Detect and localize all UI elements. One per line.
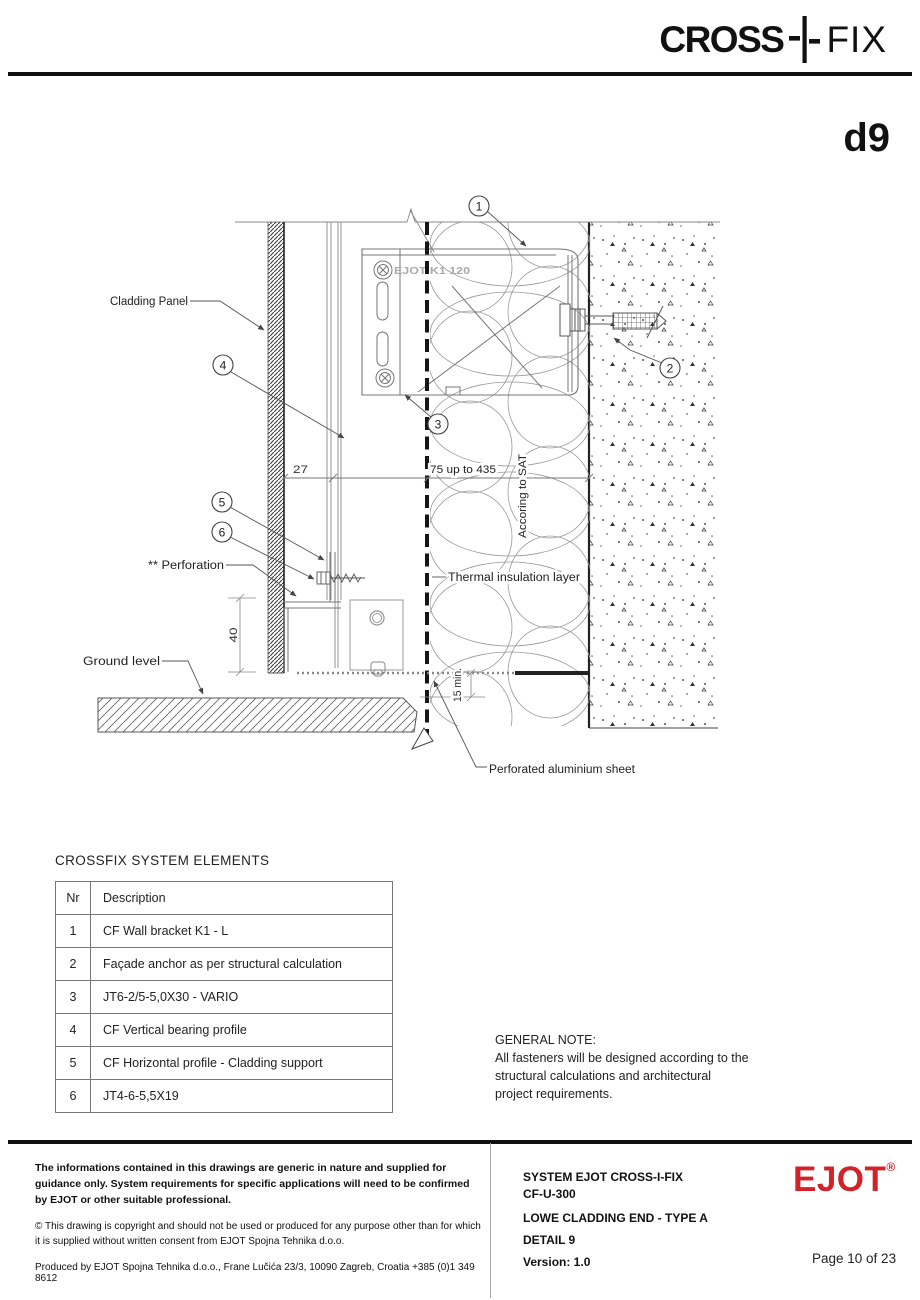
table-row: 3 JT6-2/5-5,0X30 - VARIO (55, 980, 393, 1014)
detail-code: d9 (843, 116, 890, 160)
svg-text:6: 6 (219, 526, 226, 540)
page-number: Page 10 of 23 (812, 1251, 897, 1266)
registered-mark: ® (886, 1160, 896, 1174)
callout-2: 2 (659, 357, 681, 379)
callout-6: 6 (211, 521, 233, 543)
dim-15-min: 15 min. (452, 668, 464, 702)
callout-1: 1 (468, 195, 490, 217)
cladding-panel-section (267, 222, 285, 674)
produced-by-text: Produced by EJOT Spojna Tehnika d.o.o., … (35, 1262, 475, 1284)
label-cladding-panel: Cladding Panel (110, 296, 188, 308)
dim-75-up-to-435: 75 up to 435 (430, 464, 496, 476)
detail-name: DETAIL 9 (523, 1233, 576, 1247)
leader-callout-5 (229, 506, 325, 561)
callout-3: 3 (427, 413, 449, 435)
profile-bottom-bracket (349, 599, 404, 677)
concrete-wall (587, 222, 718, 729)
dim-according-to-sat: Accoring to SAT (517, 454, 529, 538)
drawing-title: LOWE CLADDING END - TYPE A (523, 1211, 708, 1225)
label-perforation: ** Perforation (148, 560, 224, 572)
row-description: JT6-2/5-5,0X30 - VARIO (90, 980, 393, 1014)
leader-callout-3 (404, 394, 432, 418)
row-description: CF Vertical bearing profile (90, 1013, 393, 1047)
general-note-text: All fasteners will be designed according… (495, 1051, 749, 1101)
logo-fix-text: FIX (826, 18, 887, 60)
elements-table-title: CROSSFIX SYSTEM ELEMENTS (55, 853, 270, 868)
row-nr: 2 (55, 947, 91, 981)
row-description: JT4-6-5,5X19 (90, 1079, 393, 1113)
dim-40: 40 (228, 628, 240, 643)
leader-perforated-sheet (433, 680, 487, 768)
general-note: GENERAL NOTE: All fasteners will be desi… (495, 1031, 749, 1103)
dim-27: 27 (293, 464, 308, 476)
header-nr: Nr (55, 881, 91, 915)
disclaimer-text: The informations contained in this drawi… (35, 1162, 470, 1206)
leader-perforation (226, 564, 297, 597)
table-row: 1 CF Wall bracket K1 - L (55, 914, 393, 948)
svg-text:4: 4 (220, 359, 227, 373)
svg-text:2: 2 (667, 362, 674, 376)
facade-anchor (559, 303, 667, 339)
row-nr: 6 (55, 1079, 91, 1113)
label-perforated-sheet: Perforated aluminium sheet (489, 764, 636, 776)
ejot-logo: EJOT® (793, 1160, 896, 1200)
header-rule (8, 72, 912, 76)
table-row: 6 JT4-6-5,5X19 (55, 1079, 393, 1113)
row-nr: 4 (55, 1013, 91, 1047)
break-arrow (410, 727, 434, 750)
callout-4: 4 (212, 354, 234, 376)
leader-ground-level (162, 660, 204, 695)
horizontal-profile (283, 552, 341, 672)
elements-table: Nr Description 1 CF Wall bracket K1 - L … (55, 881, 393, 1113)
svg-text:3: 3 (435, 418, 442, 432)
leader-callout-1 (486, 210, 527, 247)
crossfix-logo: CROSS FIX (659, 16, 887, 63)
wall-bracket-k1 (361, 248, 579, 396)
label-thermal-insulation: Thermal insulation layer (448, 572, 580, 584)
row-nr: 5 (55, 1046, 91, 1080)
footer-disclaimer-block: The informations contained in this drawi… (35, 1160, 483, 1284)
leader-callout-4 (230, 371, 345, 439)
leader-callout-6 (229, 536, 315, 580)
leader-callout-2 (613, 337, 663, 364)
dim-15-lines (420, 668, 485, 702)
table-row: 4 CF Vertical bearing profile (55, 1013, 393, 1047)
table-row: 5 CF Horizontal profile - Cladding suppo… (55, 1046, 393, 1080)
row-nr: 3 (55, 980, 91, 1014)
logo-cross-text: CROSS (659, 18, 785, 60)
cross-glyph-icon (789, 16, 821, 63)
footer-rule (8, 1140, 912, 1144)
insulation-hatch (430, 222, 590, 726)
table-header-row: Nr Description (55, 881, 393, 915)
bracket-label: EJOT K1 120 (394, 265, 470, 277)
general-note-title: GENERAL NOTE: (495, 1033, 596, 1047)
horizontal-dimension (279, 473, 594, 483)
table-row: 2 Façade anchor as per structural calcul… (55, 947, 393, 981)
svg-text:1: 1 (476, 200, 483, 214)
row-description: CF Wall bracket K1 - L (90, 914, 393, 948)
callout-5: 5 (211, 491, 233, 513)
dim-40-lines (228, 593, 256, 677)
label-ground-level: Ground level (83, 656, 160, 668)
vertical-bearing-profile (326, 222, 342, 668)
ejot-brand-text: EJOT (793, 1160, 887, 1199)
row-description: Façade anchor as per structural calculat… (90, 947, 393, 981)
header-description: Description (90, 881, 393, 915)
title-block: SYSTEM EJOT CROSS-I-FIX CF-U-300 LOWE CL… (523, 1170, 708, 1269)
svg-text:5: 5 (219, 496, 226, 510)
system-name: SYSTEM EJOT CROSS-I-FIX (523, 1170, 684, 1184)
ground-slab (97, 697, 418, 733)
leader-cladding-panel (190, 300, 265, 331)
version-label: Version: 1.0 (523, 1255, 591, 1269)
technical-drawing: EJOT K1 120 (83, 195, 720, 776)
system-code: CF-U-300 (523, 1187, 576, 1201)
row-description: CF Horizontal profile - Cladding support (90, 1046, 393, 1080)
row-nr: 1 (55, 914, 91, 948)
copyright-text: © This drawing is copyright and should n… (35, 1221, 481, 1247)
top-break-line (235, 207, 720, 253)
footer-divider (490, 1143, 491, 1298)
jt4-screw (316, 571, 365, 585)
